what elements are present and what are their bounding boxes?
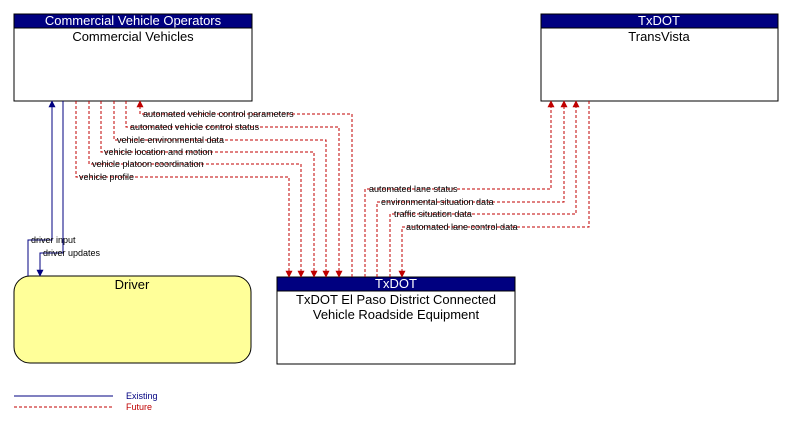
legend-existing-label: Existing [126, 391, 158, 401]
flow-vehicle-location-and-motion [100, 101, 318, 278]
driver-node: Driver [13, 275, 252, 364]
cv-rse-flow-labels: automated vehicle control parameters aut… [79, 109, 294, 182]
flow-environmental-situation-data [376, 100, 568, 277]
label-automated-vehicle-control-parameters: automated vehicle control parameters [143, 109, 294, 119]
label-automated-lane-control-data: automated lane control data [406, 222, 518, 232]
legend-future-label: Future [126, 402, 152, 412]
driver-updates-label: driver updates [43, 248, 101, 258]
roadside-equipment-node: TxDOT TxDOT El Paso District Connected V… [276, 276, 516, 365]
roadside-equipment-owner: TxDOT [375, 276, 417, 291]
rse-transvista-flows [364, 100, 590, 278]
flow-traffic-situation-data [389, 100, 580, 277]
label-traffic-situation-data: traffic situation data [394, 209, 472, 219]
legend: Existing Future [14, 391, 158, 412]
transvista-node: TxDOT TransVista [540, 13, 779, 102]
transvista-name: TransVista [628, 29, 690, 44]
label-automated-lane-status: automated lane status [369, 184, 458, 194]
driver-input-flow: driver input [27, 100, 76, 276]
label-environmental-situation-data: environmental situation data [381, 197, 494, 207]
roadside-equipment-name-line2: Vehicle Roadside Equipment [313, 307, 480, 322]
rse-transvista-flow-labels: automated lane status environmental situ… [369, 184, 518, 232]
label-automated-vehicle-control-status: automated vehicle control status [130, 122, 260, 132]
cv-rse-flows [75, 100, 353, 278]
driver-updates-flow: driver updates [36, 101, 101, 277]
label-vehicle-location-and-motion: vehicle location and motion [104, 147, 213, 157]
driver-name: Driver [115, 277, 150, 292]
flow-vehicle-platoon-coordination [88, 101, 305, 278]
label-vehicle-profile: vehicle profile [79, 172, 134, 182]
flow-automated-vehicle-control-parameters [136, 100, 353, 277]
flow-vehicle-environmental-data [113, 101, 330, 278]
commercial-vehicles-owner: Commercial Vehicle Operators [45, 13, 222, 28]
flow-automated-lane-control-data [398, 101, 590, 278]
label-vehicle-environmental-data: vehicle environmental data [117, 135, 224, 145]
flow-vehicle-profile [75, 101, 293, 278]
flow-automated-vehicle-control-status [125, 101, 343, 278]
flow-automated-lane-status [364, 100, 555, 277]
commercial-vehicles-name: Commercial Vehicles [72, 29, 194, 44]
driver-input-label: driver input [31, 235, 76, 245]
roadside-equipment-name-line1: TxDOT El Paso District Connected [296, 292, 496, 307]
transvista-owner: TxDOT [638, 13, 680, 28]
commercial-vehicles-node: Commercial Vehicle Operators Commercial … [13, 13, 253, 102]
label-vehicle-platoon-coordination: vehicle platoon coordination [92, 159, 204, 169]
